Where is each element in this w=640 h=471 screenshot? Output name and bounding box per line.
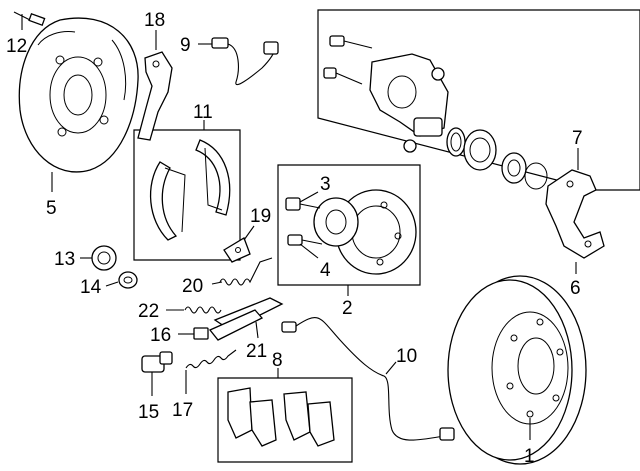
hub-stud-part: [287, 234, 323, 246]
adjuster-nut-part: [91, 245, 117, 271]
washer-part: [118, 271, 138, 289]
brake-pads-part: [227, 387, 335, 447]
callout-15: 15: [138, 402, 159, 423]
piston-part: [463, 129, 497, 171]
parking-lever-part: [208, 297, 284, 341]
boot-part: [501, 152, 527, 184]
callout-9: 9: [180, 35, 191, 56]
lever-part: [223, 237, 251, 263]
piston-seal-part: [446, 127, 466, 157]
callout-20: 20: [182, 276, 203, 297]
callout-8: 8: [272, 350, 283, 371]
callout-17: 17: [172, 400, 193, 421]
pad-group-box: [217, 377, 353, 463]
callout-4: 4: [320, 260, 331, 281]
callout-1: 1: [524, 446, 535, 467]
dust-cap-part: [403, 139, 417, 153]
bleeder-cap-part: [431, 67, 445, 81]
callout-22: 22: [138, 301, 159, 322]
callout-3: 3: [320, 174, 331, 195]
caliper-group-box: [317, 9, 640, 191]
callout-16: 16: [150, 325, 171, 346]
callout-11: 11: [193, 102, 213, 123]
callout-5: 5: [46, 198, 57, 219]
callout-18: 18: [144, 10, 165, 31]
abs-sensor-part: [141, 351, 173, 373]
callout-7: 7: [572, 128, 583, 149]
hub-bolt-part: [285, 197, 321, 211]
brake-shoes-part: [149, 139, 231, 241]
caliper-bolt-lower-part: [323, 67, 363, 85]
adjuster-spring-part: [185, 349, 237, 369]
brake-hose-part: [211, 37, 279, 86]
caliper-part: [369, 53, 449, 137]
callout-2: 2: [342, 298, 353, 319]
snap-ring-part: [524, 162, 548, 190]
bolt-part: [13, 11, 46, 26]
callout-12: 12: [6, 36, 27, 57]
callout-10: 10: [396, 346, 417, 367]
callout-19: 19: [250, 206, 271, 227]
leader-lines: [21, 14, 579, 440]
spring-part: [184, 306, 222, 314]
caliper-bolt-upper-part: [329, 35, 373, 49]
caliper-bracket-part: [545, 169, 605, 259]
clip-part: [193, 327, 209, 340]
return-spring-part: [219, 257, 273, 286]
backing-plate-part: [18, 17, 139, 173]
brake-rotor-part: [447, 275, 587, 465]
callout-14: 14: [80, 277, 102, 298]
callout-13: 13: [54, 249, 75, 270]
hub-assembly-part: [313, 189, 417, 275]
abs-sensor-wire-part: [281, 317, 455, 441]
callout-21: 21: [246, 341, 267, 362]
bracket-part: [137, 51, 173, 141]
hub-group-box: [277, 164, 421, 286]
callout-6: 6: [570, 278, 581, 299]
brake-shoe-group-box: [133, 129, 241, 261]
